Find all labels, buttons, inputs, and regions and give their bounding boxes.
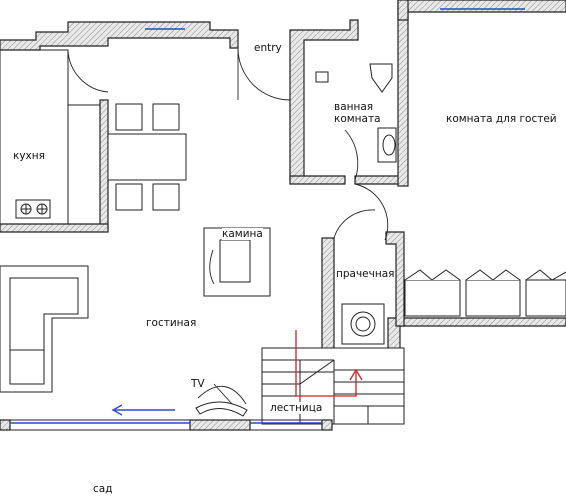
stove-icon (15, 199, 51, 219)
label-stairs: лестница (270, 402, 323, 415)
label-fireplace: камина (222, 228, 263, 241)
garden-exit-arrow (111, 404, 175, 416)
label-kitchen: кухня (13, 150, 45, 162)
staircase (261, 330, 405, 425)
dining-table (107, 103, 187, 211)
stairs-direction-arrow (295, 330, 357, 397)
tv-stand (195, 383, 248, 417)
bathroom-walls (289, 7, 409, 187)
kitchen-door-arc (67, 49, 109, 93)
label-bathroom: ванная комната (334, 101, 381, 126)
label-garden: сад (93, 483, 113, 495)
label-laundry: прачечная (336, 268, 395, 280)
laundry-door-arc (333, 209, 376, 239)
bathroom-door-arc (344, 129, 359, 181)
entry-door-arc (237, 47, 291, 101)
label-tv: TV (191, 378, 205, 390)
sofa (0, 265, 89, 393)
label-guest-room: комната для гостей (446, 113, 557, 125)
label-living-room: гостиная (146, 317, 197, 329)
laundry-door-upper (354, 183, 389, 241)
wardrobes (404, 269, 566, 317)
label-entry: entry (254, 42, 282, 54)
